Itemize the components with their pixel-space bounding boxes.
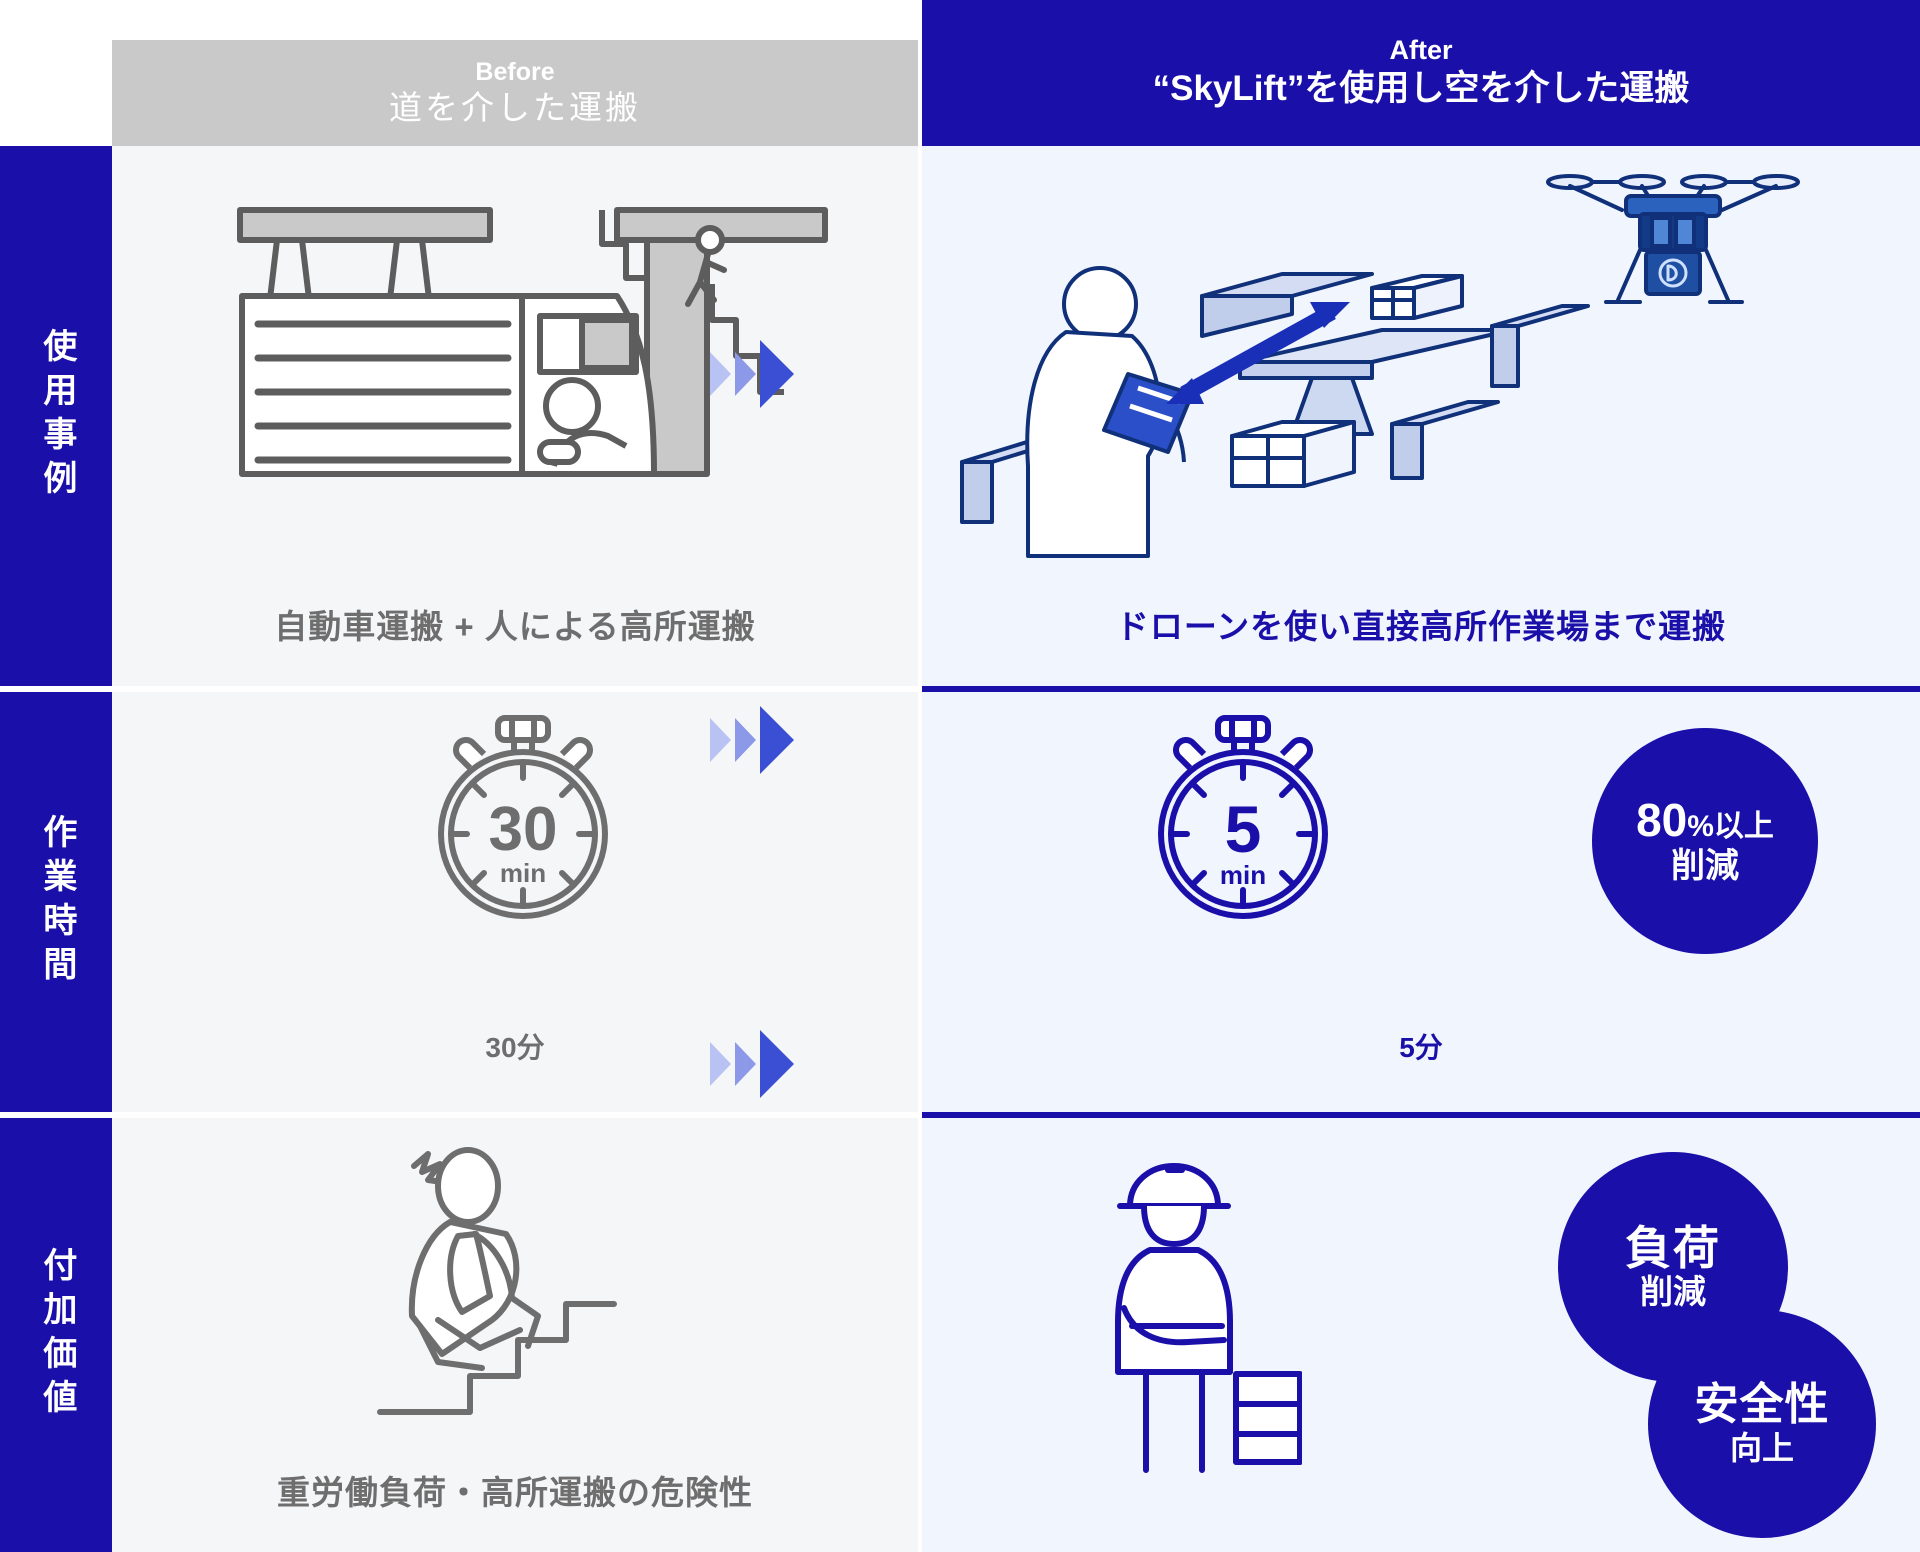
triangle-arrow-icon <box>760 1030 794 1098</box>
worker-with-tablet-and-platform-icon <box>960 266 1590 558</box>
caption-before-use-case: 自動車運搬 + 人による高所運搬 <box>274 608 756 645</box>
triangle-arrow-icon <box>735 718 756 762</box>
badge-percent: % <box>1687 810 1714 844</box>
header-before-title: 道を介した運搬 <box>389 88 641 126</box>
badge-value: 80 <box>1636 794 1688 847</box>
triangle-arrow-icon <box>760 706 794 774</box>
badge-line2: 向上 <box>1729 1429 1794 1466</box>
stopwatch-value: 30 <box>489 795 558 864</box>
sidebar-item-work-time: 作業時間 <box>0 692 112 1112</box>
header-before: Before 道を介した運搬 <box>112 40 918 146</box>
stopwatch-icon: 5 min <box>1158 715 1328 919</box>
sidebar-item-label: 付加価値 <box>37 1247 76 1423</box>
worker-on-stairs-icon <box>377 1147 617 1415</box>
badge-line1: 負荷 <box>1625 1221 1721 1274</box>
stopwatch-icon: 30 min <box>438 715 608 919</box>
badge-reduction-80: 80%以上 削減 <box>1592 728 1818 954</box>
header-after: After “SkyLift”を使用し空を介した運搬 <box>922 0 1920 146</box>
cell-before-work-time: 30 min 30分 <box>112 692 918 1112</box>
header-after-label: After <box>1389 35 1453 66</box>
badge-line1: 安全性 <box>1694 1380 1830 1430</box>
caption-before-work-time: 30分 <box>485 1032 545 1063</box>
cell-after-use-case: ドローンを使い直接高所作業場まで運搬 <box>922 146 1920 686</box>
header-after-title: “SkyLift”を使用し空を介した運搬 <box>1152 69 1690 109</box>
caption-before-added-value: 重労働負荷・高所運搬の危険性 <box>277 1474 753 1511</box>
header-before-label: Before <box>475 58 555 86</box>
sidebar-item-use-case: 使用事例 <box>0 146 112 686</box>
triangle-arrow-icon <box>735 352 756 396</box>
stopwatch-unit: min <box>500 858 546 888</box>
badge-suffix: 以上 <box>1713 810 1774 844</box>
badge-safety-improvement: 安全性 向上 <box>1648 1310 1876 1538</box>
badge-line1: 80%以上 <box>1636 796 1774 844</box>
triangle-arrow-icon <box>760 340 794 408</box>
badge-line2: 削減 <box>1640 1273 1706 1310</box>
badge-line2: 削減 <box>1671 847 1739 886</box>
arrow-group-added-value <box>710 1030 794 1098</box>
sidebar-item-label: 使用事例 <box>37 328 76 504</box>
worker-with-helmet-icon <box>1115 1163 1302 1473</box>
double-headed-arrow-icon <box>1166 302 1350 404</box>
drone-icon <box>1546 174 1800 304</box>
stopwatch-value: 5 <box>1225 792 1262 866</box>
cell-before-use-case: 自動車運搬 + 人による高所運搬 <box>112 146 918 686</box>
stopwatch-unit: min <box>1220 860 1266 890</box>
triangle-arrow-icon <box>710 1042 731 1086</box>
sidebar-item-added-value: 付加価値 <box>0 1118 112 1552</box>
arrow-group-work-time <box>710 706 794 774</box>
triangle-arrow-icon <box>710 352 731 396</box>
arrow-group-use-case <box>710 340 794 408</box>
caption-after-use-case: ドローンを使い直接高所作業場まで運搬 <box>1115 608 1727 645</box>
caption-after-work-time: 5分 <box>1399 1032 1443 1063</box>
sidebar-item-label: 作業時間 <box>37 814 76 990</box>
truck-and-bridge-icon <box>237 207 828 477</box>
cell-before-added-value: 重労働負荷・高所運搬の危険性 <box>112 1118 918 1552</box>
triangle-arrow-icon <box>710 718 731 762</box>
triangle-arrow-icon <box>735 1042 756 1086</box>
